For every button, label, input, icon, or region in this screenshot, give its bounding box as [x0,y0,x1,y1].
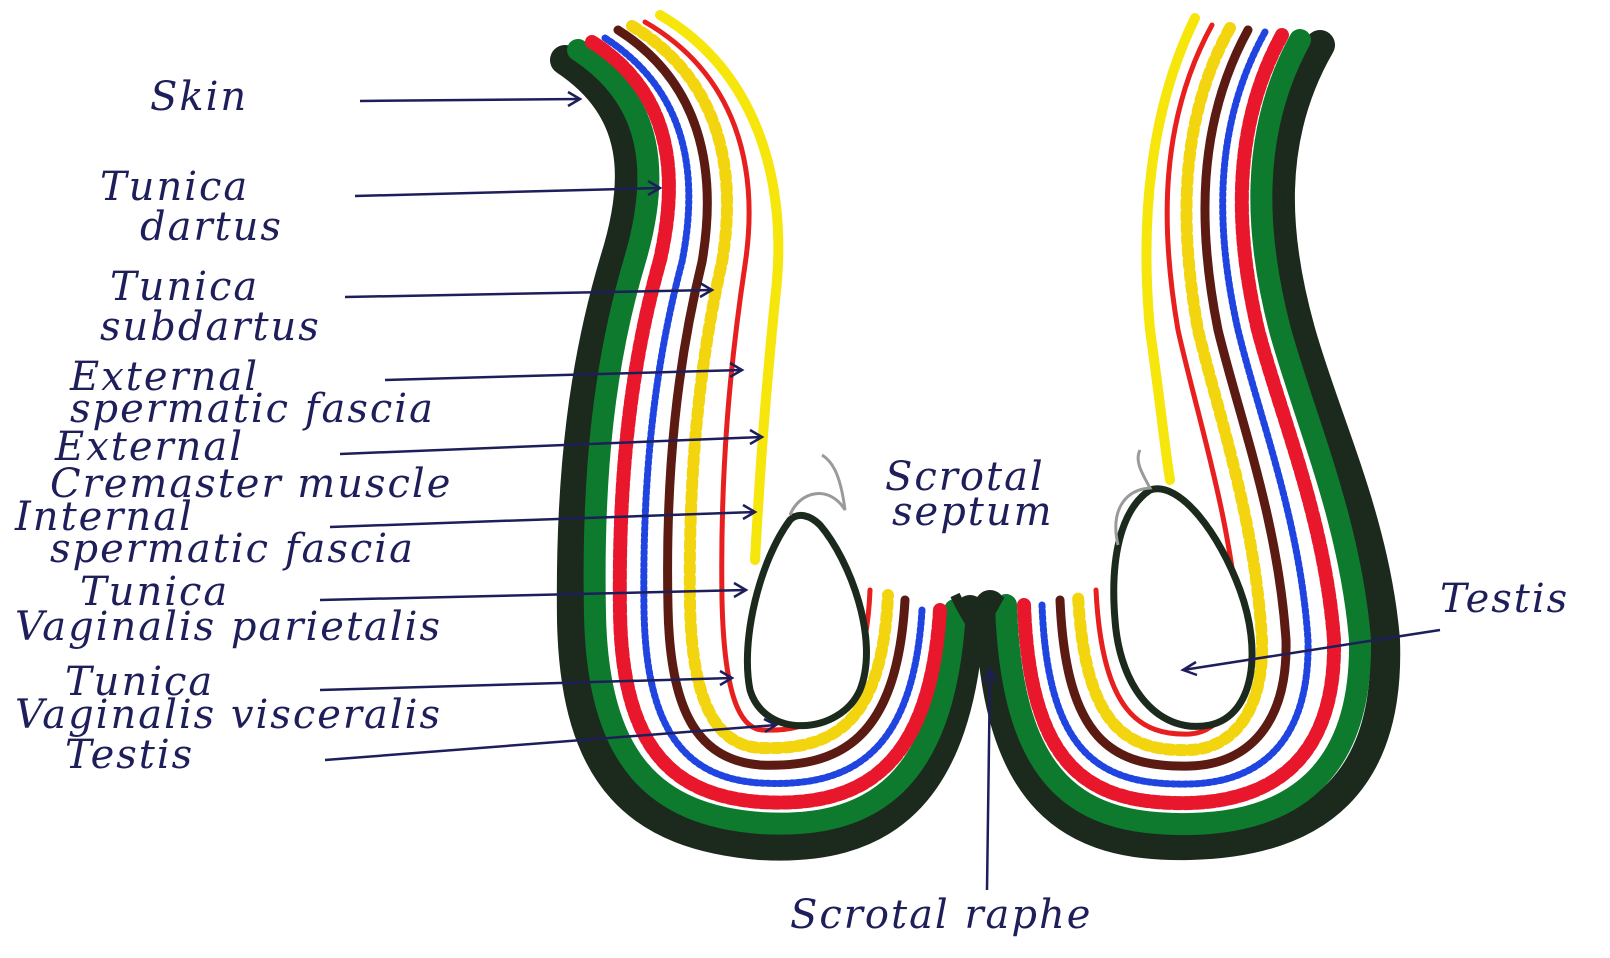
label-internal-spermatic-line2: spermatic fascia [50,526,415,572]
label-vag-parietalis-line2: Vaginalis parietalis [15,604,442,650]
label-testis-left: Testis [65,732,194,778]
label-scrotal-raphe: Scrotal raphe [790,892,1092,938]
label-tunica-dartus-line2: dartus [140,204,283,250]
label-tunica-subdartus-line2: subdartus [100,304,321,350]
label-skin: Skin [150,74,248,120]
label-testis-right: Testis [1440,576,1569,622]
label-scrotal-septum-line2: septum [892,489,1054,535]
